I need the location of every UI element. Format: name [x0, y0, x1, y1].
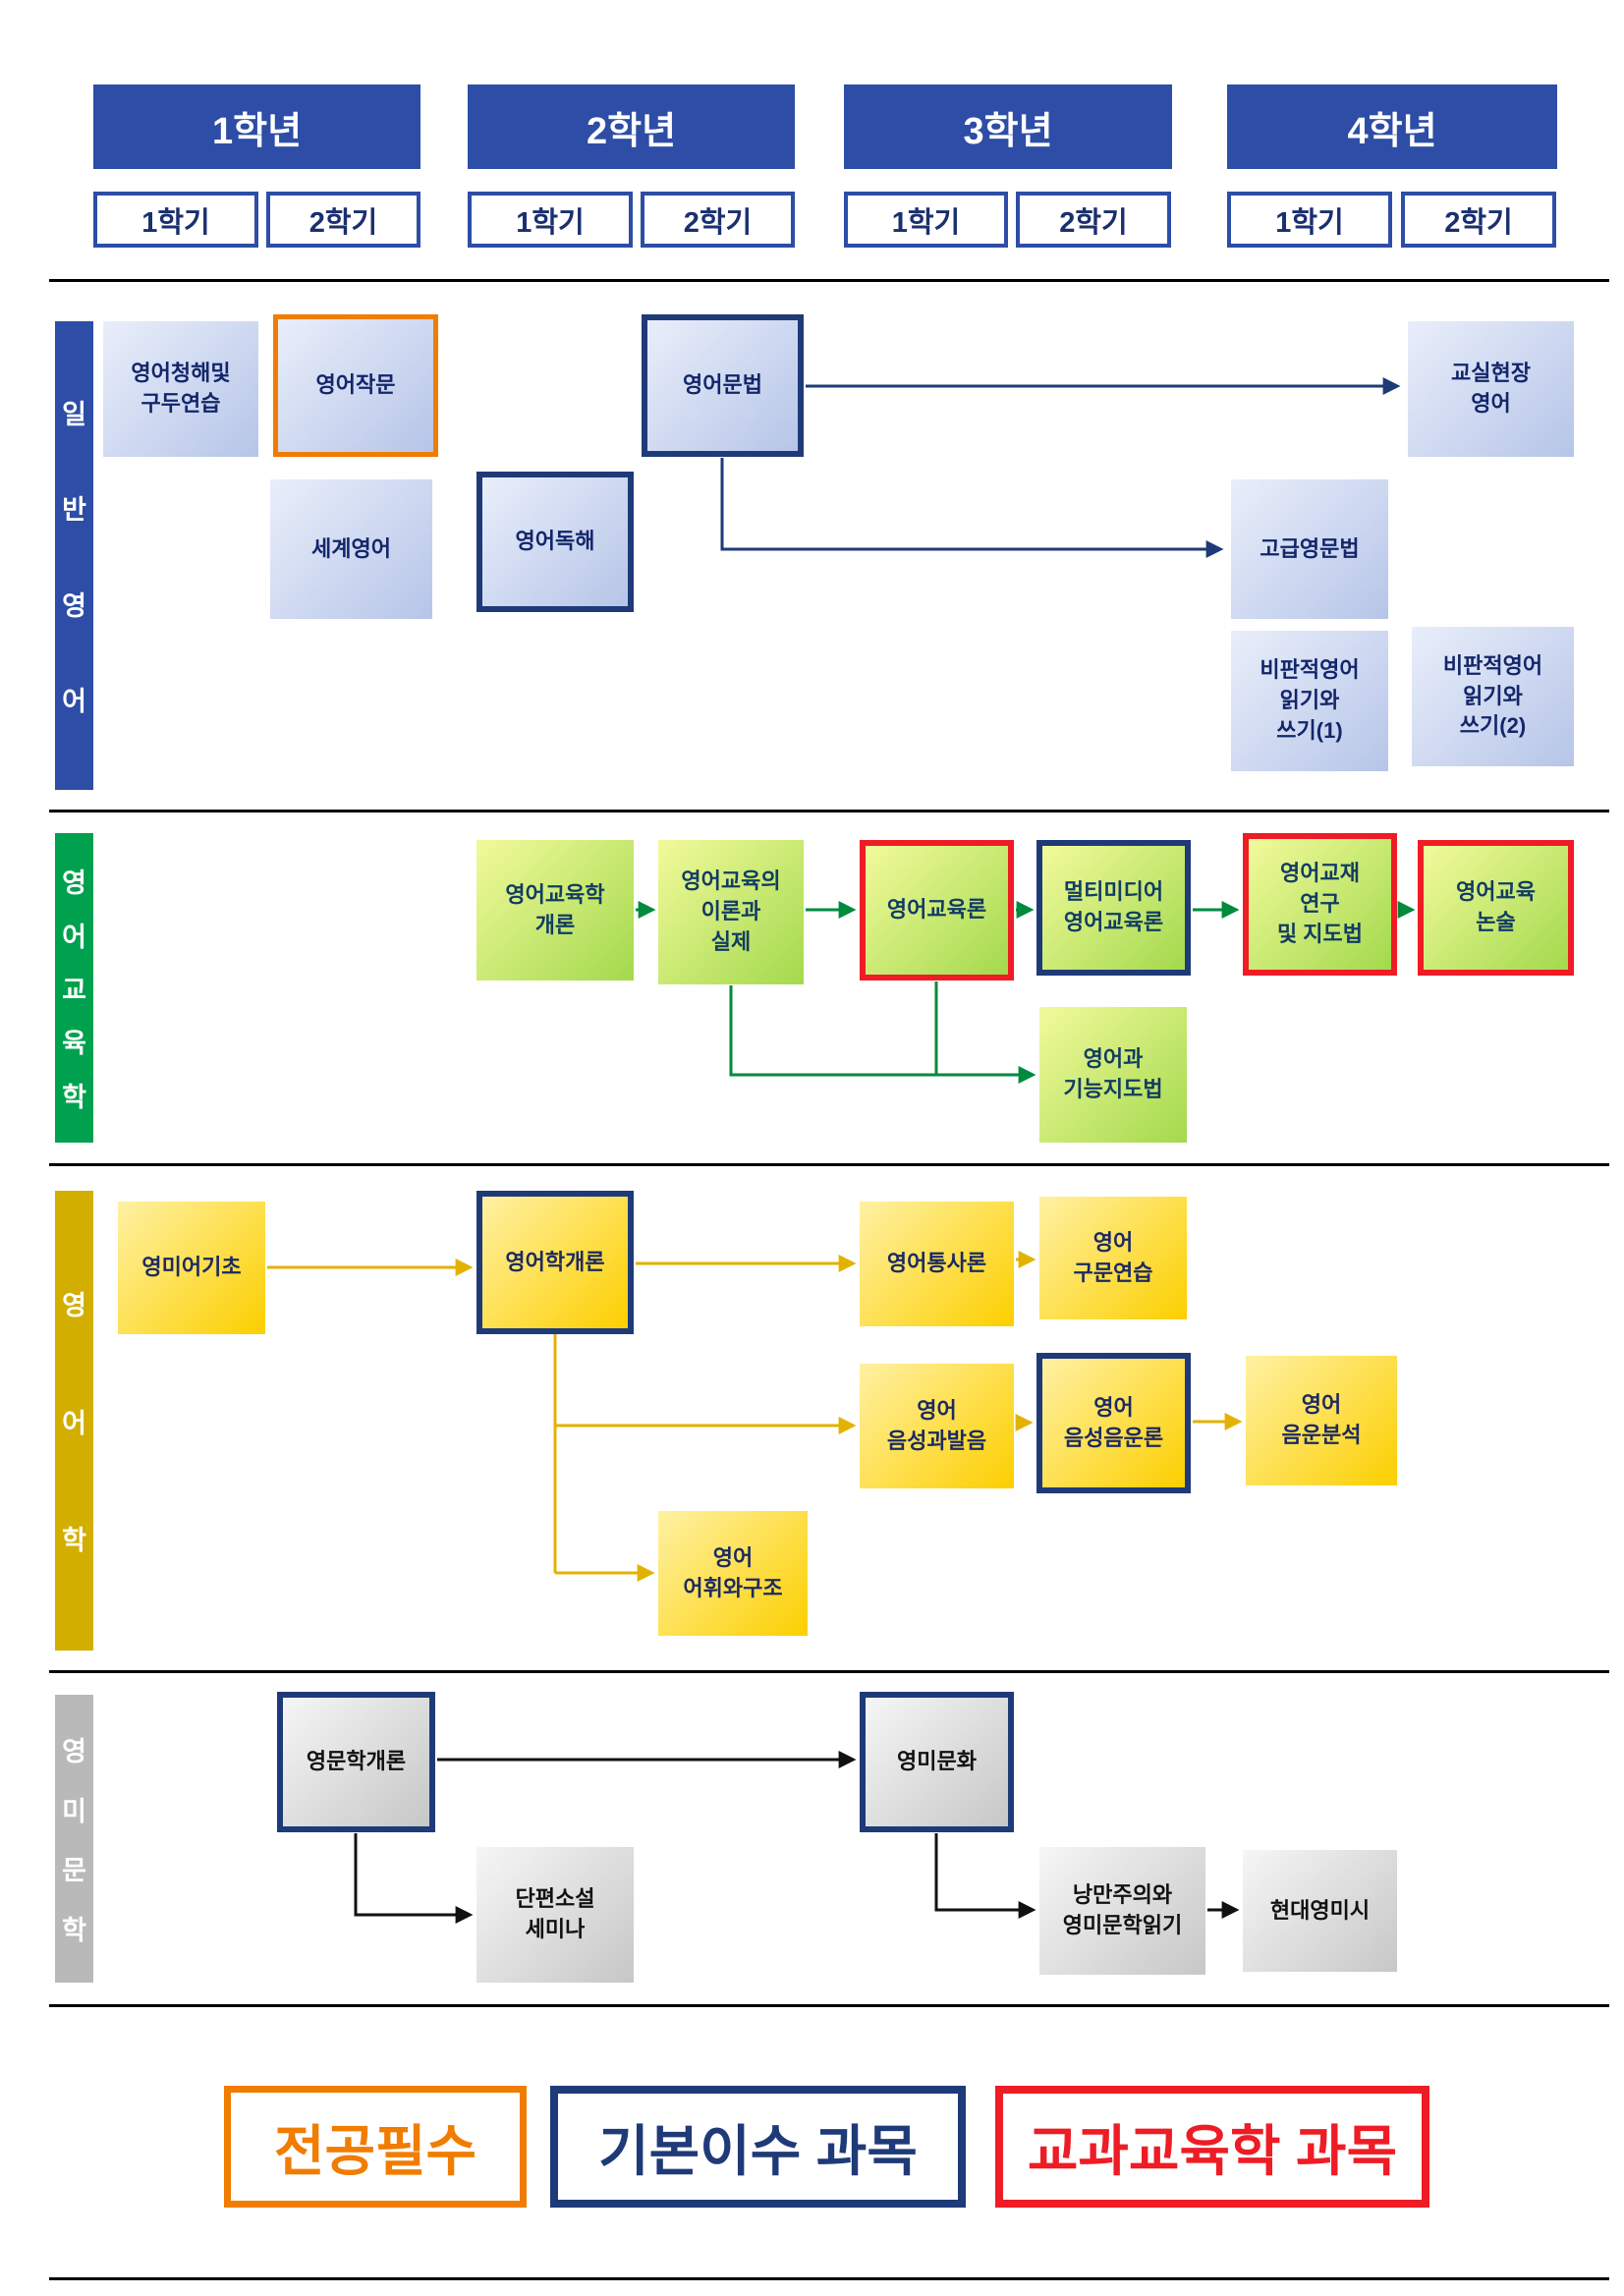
course-phonological-analysis: 영어 음운분석 [1246, 1356, 1397, 1485]
divider-section-1 [49, 810, 1609, 812]
year1-sem1: 1학기 [93, 192, 258, 248]
course-english-grammar: 영어문법 [642, 314, 804, 457]
legend-major-required: 전공필수 [224, 2086, 527, 2208]
course-world-english: 세계영어 [270, 479, 432, 619]
divider-section-2 [49, 1163, 1609, 1166]
course-syntax-practice: 영어 구문연습 [1039, 1197, 1187, 1319]
arrow-culture-to-romanticism [934, 1833, 1036, 1919]
arrow-grammar-to-advanced-grammar [720, 458, 1224, 558]
course-classroom-english: 교실현장 영어 [1408, 321, 1574, 457]
course-english-education-intro: 영어교육학 개론 [476, 840, 634, 980]
course-english-skills-teaching: 영어과 기능지도법 [1039, 1007, 1187, 1143]
divider-header [49, 279, 1609, 282]
divider-section-3 [49, 1670, 1609, 1673]
year-2-header: 2학년 [468, 84, 795, 169]
course-english-syntax: 영어통사론 [860, 1202, 1014, 1326]
course-listening-oral-practice: 영어청해및 구두연습 [103, 321, 258, 457]
year3-sem2: 2학기 [1016, 192, 1171, 248]
year-3-header: 3학년 [844, 84, 1172, 169]
course-linguistics-intro: 영어학개론 [476, 1191, 634, 1334]
legend-basic-courses: 기본이수 과목 [550, 2086, 966, 2208]
course-english-writing: 영어작문 [273, 314, 438, 457]
arrow-theory-to-skills [729, 985, 1036, 1084]
course-english-reading: 영어독해 [476, 472, 634, 612]
course-lexicon-structure: 영어 어휘와구조 [658, 1511, 808, 1636]
course-phonetics-phonology: 영어 음성음운론 [1036, 1353, 1191, 1493]
course-advanced-grammar: 고급영문법 [1231, 479, 1388, 619]
course-multimedia-english-education: 멀티미디어 영어교육론 [1036, 840, 1191, 976]
year4-sem1: 1학기 [1227, 192, 1392, 248]
course-education-theory-practice: 영어교육의 이론과 실제 [658, 840, 804, 984]
year-1-header: 1학년 [93, 84, 420, 169]
course-teaching-materials: 영어교재 연구 및 지도법 [1243, 833, 1397, 976]
course-english-basics: 영미어기초 [118, 1202, 265, 1334]
course-british-american-culture: 영미문화 [860, 1692, 1014, 1832]
course-phonetics-pronunciation: 영어 음성과발음 [860, 1364, 1014, 1488]
course-romanticism-reading: 낭만주의와 영미문학읽기 [1039, 1847, 1205, 1975]
year2-sem1: 1학기 [468, 192, 633, 248]
year4-sem2: 2학기 [1401, 192, 1556, 248]
year1-sem2: 2학기 [266, 192, 420, 248]
course-critical-reading-writing-2: 비판적영어 읽기와 쓰기(2) [1412, 627, 1574, 766]
course-modern-poetry: 현대영미시 [1243, 1850, 1397, 1972]
course-short-story-seminar: 단편소설 세미나 [476, 1847, 634, 1983]
legend-pedagogy-courses: 교과교육학 과목 [995, 2086, 1429, 2208]
arrow-litintro-to-shortstory [354, 1833, 474, 1924]
year2-sem2: 2학기 [641, 192, 795, 248]
course-english-education-methodology: 영어교육론 [860, 840, 1014, 980]
course-english-literature-intro: 영문학개론 [277, 1692, 435, 1832]
divider-bottom [49, 2277, 1609, 2280]
divider-section-4 [49, 2004, 1609, 2007]
course-english-education-essay: 영어교육 논술 [1418, 840, 1574, 976]
year-4-header: 4학년 [1227, 84, 1557, 169]
course-critical-reading-writing-1: 비판적영어 읽기와 쓰기(1) [1231, 631, 1388, 771]
year3-sem1: 1학기 [844, 192, 1008, 248]
